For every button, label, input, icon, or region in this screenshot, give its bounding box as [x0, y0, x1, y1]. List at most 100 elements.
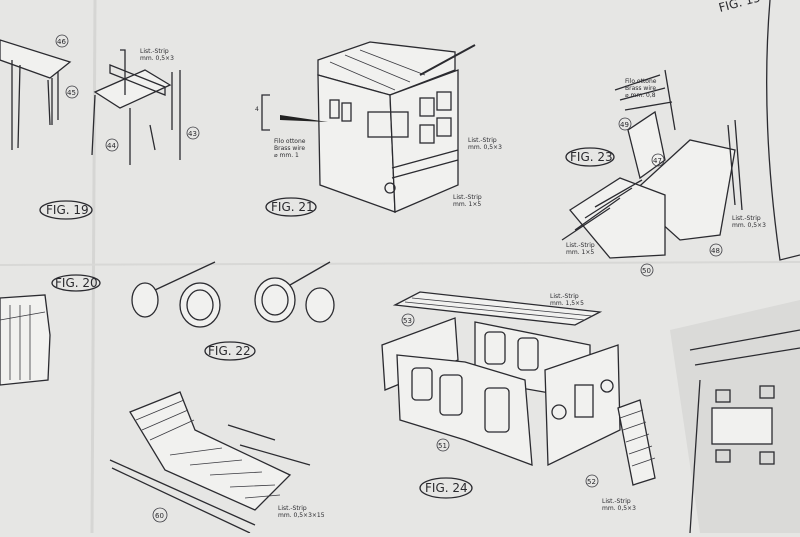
drawing-line [711, 407, 773, 445]
drawing-line [261, 284, 289, 316]
drawing-line [254, 277, 296, 323]
diagram-label: List.-Strip [278, 505, 307, 512]
drawing-line [436, 91, 452, 111]
diagram-label: Brass wire [625, 85, 656, 92]
drawing-line [727, 119, 743, 211]
drawing-line [329, 49, 426, 91]
diagram-label: ⌀ mm. 1 [274, 152, 299, 159]
drawing-line [759, 451, 775, 465]
diagram-label: 50 [642, 267, 651, 275]
diagram-label: mm. 0,5×3×15 [278, 512, 325, 519]
figure-21: Filo ottone Brass wire ⌀ mm. 1 4 List.-S… [255, 41, 502, 217]
diagram-label: List.-Strip [468, 137, 497, 144]
drawing-line [204, 341, 256, 361]
drawing-line [186, 126, 200, 140]
drawing-line [715, 389, 731, 403]
figure-23: 49 47 48 50 Filo ottone Brass wire ⌀ mm.… [561, 69, 766, 277]
drawing-line [404, 297, 593, 321]
diagram-label: ⌀ mm. 0,8 [625, 92, 656, 99]
diagram-label: mm. 1×5 [566, 249, 594, 256]
diagram-label: 49 [620, 121, 629, 129]
drawing-line [0, 294, 51, 386]
diagram-label: mm. 0,5×3 [602, 505, 636, 512]
diagram-label: FIG. 24 [425, 481, 468, 495]
drawing-line [419, 477, 473, 499]
drawing-line [419, 124, 435, 144]
fold-line [90, 0, 97, 534]
diagram-label: 45 [67, 89, 76, 97]
drawing-line [585, 474, 599, 488]
deck-chair-figure: 60 List.-Strip mm. 0,5×3×15 [109, 391, 325, 534]
diagram-label: List.-Strip [140, 48, 169, 55]
diagram-label: Filo ottone [274, 138, 306, 145]
sheet-edge [766, 0, 800, 261]
drawing-line [709, 243, 723, 257]
drawing-line [91, 49, 181, 165]
drawing-line [389, 69, 459, 213]
diagram-label: mm. 0,5×3 [732, 222, 766, 229]
diagram-label: 51 [438, 442, 447, 450]
drawing-line [619, 409, 656, 467]
drawing-line [367, 111, 409, 138]
drawing-line [600, 379, 614, 393]
drawing-line [396, 354, 533, 466]
drawing-line [261, 94, 270, 131]
drawing-line [179, 282, 221, 328]
drawing-line [689, 329, 800, 534]
diagram-label: mm. 0,5×3 [140, 55, 174, 62]
diagram-label: mm. 0,5×3 [468, 144, 502, 151]
drawing-line [105, 138, 119, 152]
drawing-line [419, 44, 476, 76]
figure-24: 53 51 52 List.-Strip mm. 1,5×5 List.-Str… [381, 291, 656, 512]
figure-20: FIG. 20 [0, 274, 101, 386]
drawing-line [517, 337, 539, 371]
diagram-label: 46 [57, 38, 66, 46]
drawing-line [618, 117, 632, 131]
drawing-line [51, 274, 101, 292]
drawing-line [93, 69, 172, 109]
drawing-line [569, 177, 666, 259]
diagram-label: 44 [107, 142, 116, 150]
drawing-line [436, 438, 450, 452]
diagram-label: 52 [587, 478, 596, 486]
drawing-line [329, 99, 340, 119]
drawing-line [614, 69, 676, 131]
drawing-line [411, 367, 433, 401]
drawing-line [627, 110, 666, 180]
drawing-line [401, 313, 415, 327]
diagram-label: List.-Strip [453, 194, 482, 201]
drawing-line [759, 385, 775, 399]
diagram-label: mm. 1,5×5 [550, 300, 584, 307]
diagram-label: List.-Strip [732, 215, 761, 222]
drawing-line [439, 374, 463, 416]
drawing-line [135, 399, 281, 499]
drawing-line [65, 85, 79, 99]
diagram-label: FIG. 22 [208, 344, 251, 358]
drawing-line [544, 344, 621, 467]
drawing-line [154, 261, 331, 291]
drawing-line [640, 263, 654, 277]
drawing-line [11, 60, 59, 150]
drawing-line [384, 182, 396, 194]
drawing-line [0, 39, 72, 79]
diagram-label: List.-Strip [550, 293, 579, 300]
drawing-line [561, 179, 643, 241]
drawing-line [129, 391, 292, 511]
fold-line [0, 261, 800, 266]
drawing-line [551, 404, 567, 420]
drawing-line [484, 331, 506, 365]
diagram-label: FIG. 23 [570, 150, 613, 164]
diagram-label: 48 [711, 247, 720, 255]
drawing-line [109, 424, 311, 534]
diagram-label: 43 [188, 130, 197, 138]
drawing-line [484, 387, 510, 433]
drawing-line [391, 149, 459, 179]
diagram-label: 47 [653, 157, 662, 165]
drawing-line [436, 117, 452, 137]
drawing-line [565, 147, 615, 167]
diagram-label: FIG. 19 [46, 203, 89, 217]
drawing-line [265, 197, 317, 217]
drawing-line [617, 399, 656, 486]
diagram-label: Filo ottone [625, 78, 657, 85]
